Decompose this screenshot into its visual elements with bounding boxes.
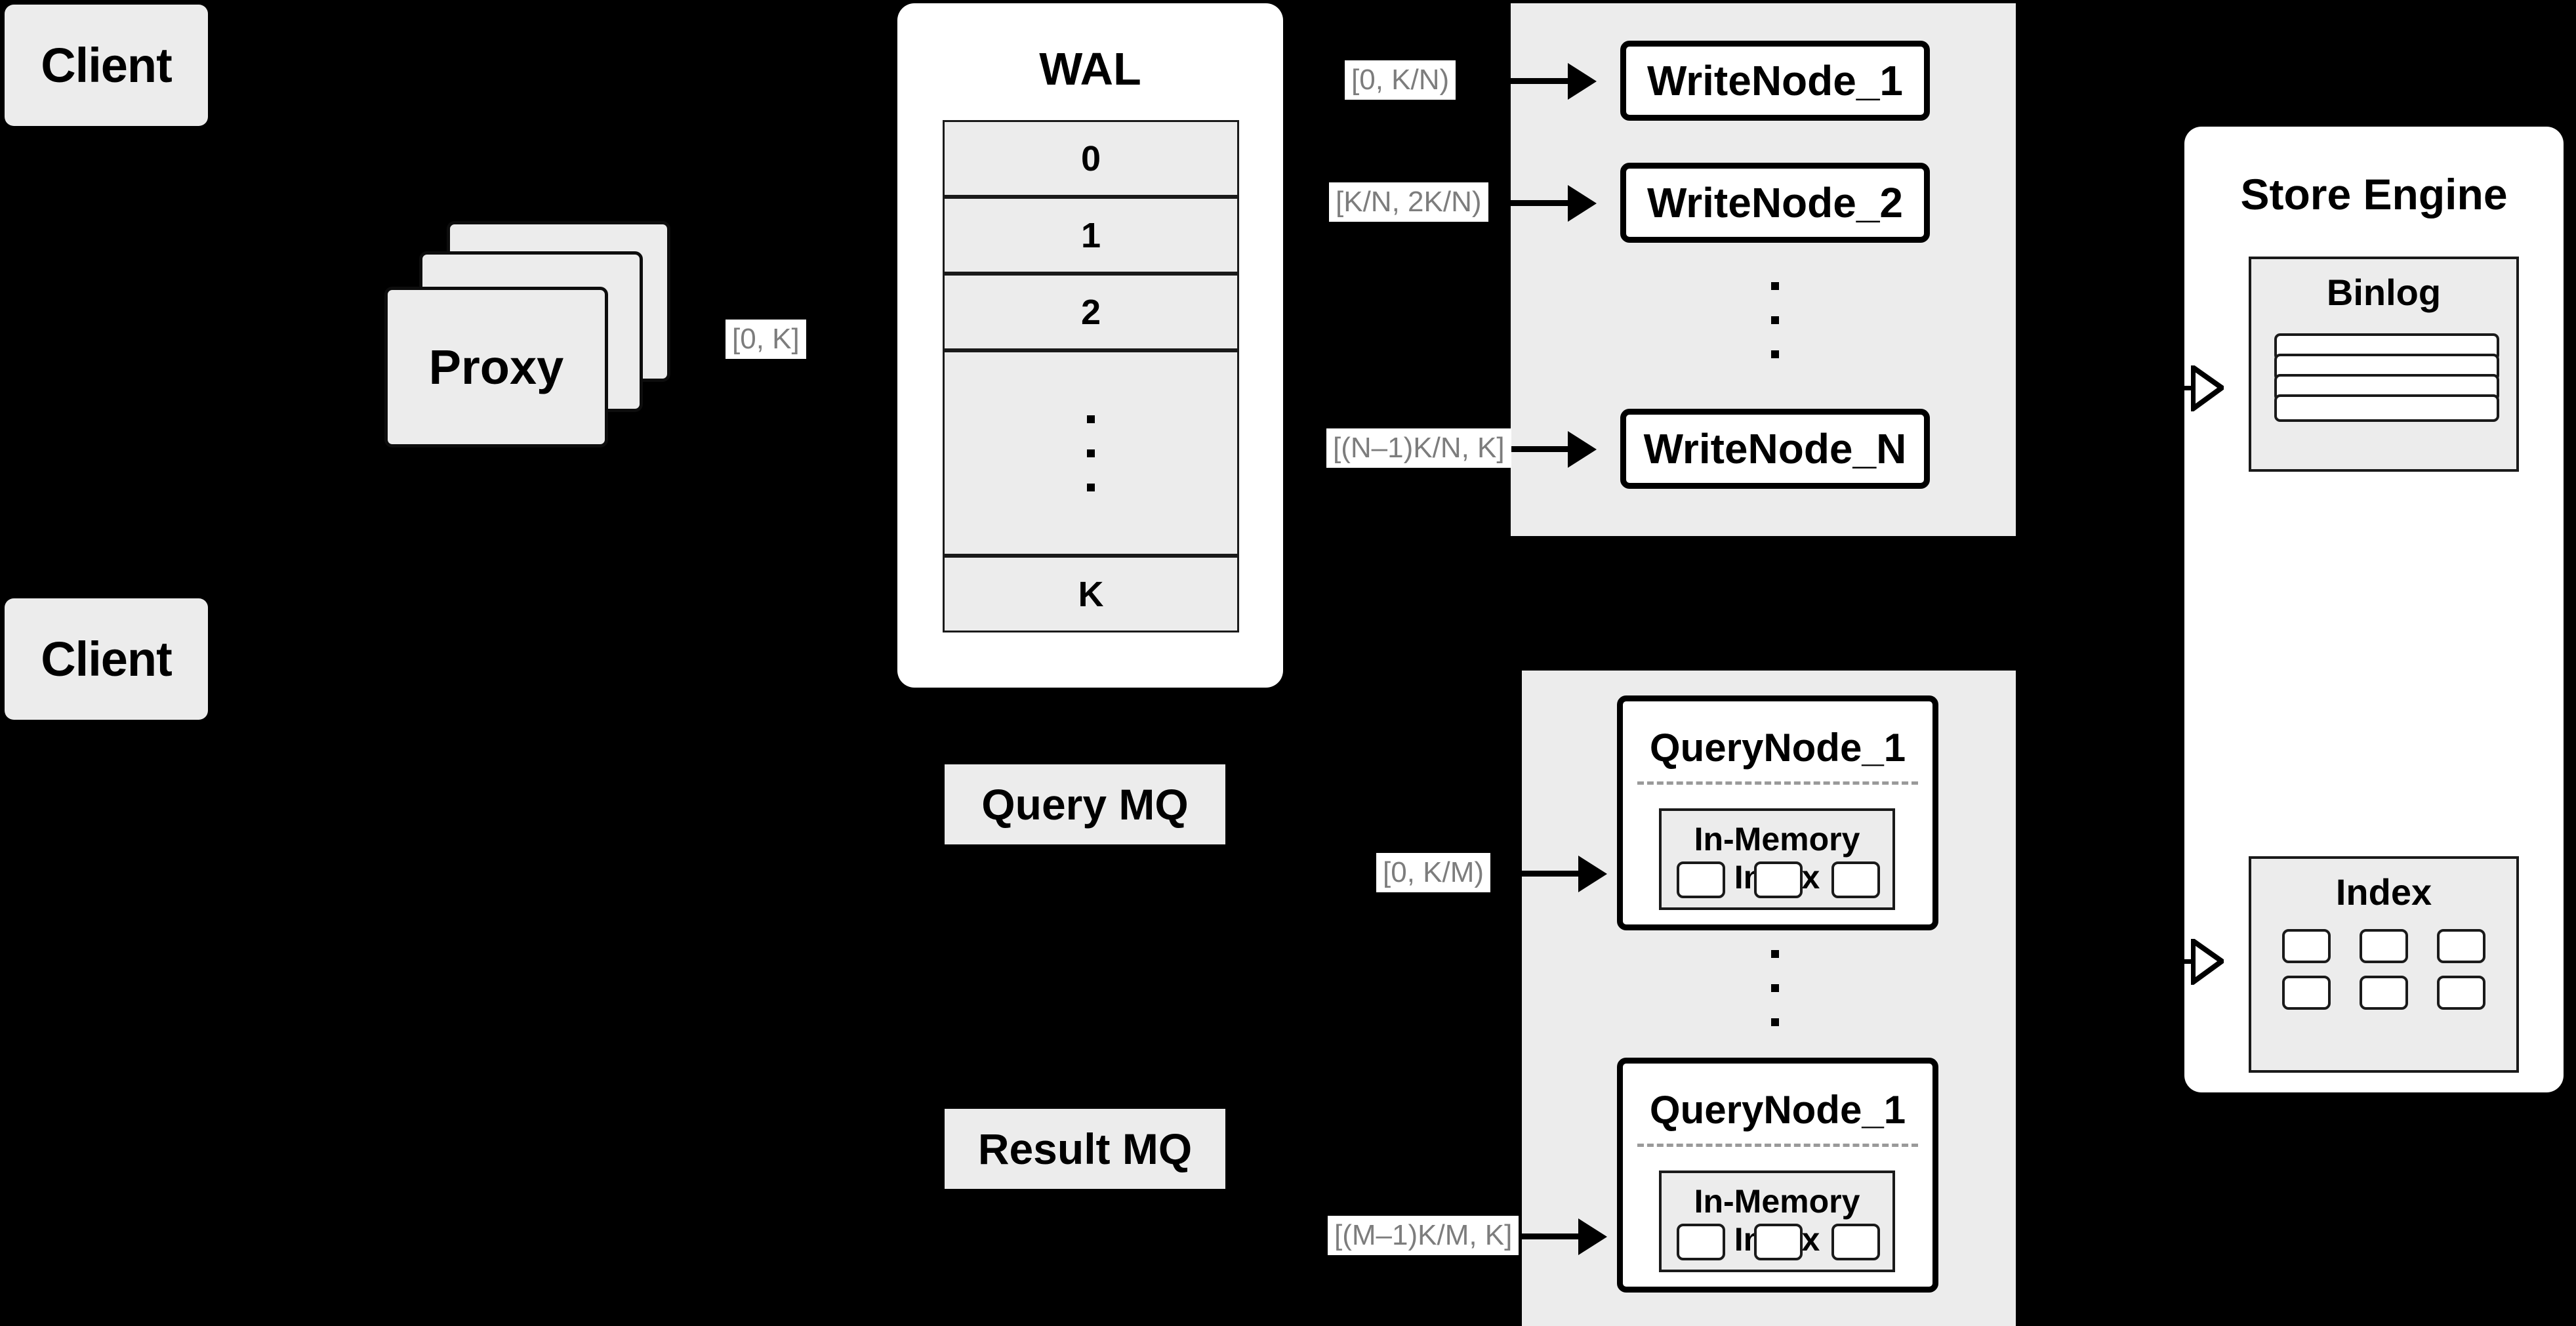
index-segment[interactable] — [1677, 1224, 1725, 1260]
arrow-head-to-binlog — [2191, 365, 2224, 411]
index-cell[interactable] — [2437, 929, 2485, 963]
in-memory-index-1: In-Memory Index — [1659, 808, 1895, 910]
arrow-head-write-1 — [1568, 63, 1597, 100]
query-mq-label: Query MQ — [981, 780, 1189, 829]
index-cell[interactable] — [2437, 976, 2485, 1010]
arrow-shaft-write-1 — [1412, 78, 1576, 84]
query-node-2[interactable]: QueryNode_1 In-Memory Index — [1617, 1058, 1938, 1293]
result-mq-box[interactable]: Result MQ — [945, 1109, 1225, 1189]
in-memory-index-2: In-Memory Index — [1659, 1171, 1895, 1272]
range-label-write-n: [(N–1)K/N, K] — [1326, 428, 1511, 468]
write-node-2[interactable]: WriteNode_2 — [1620, 163, 1930, 243]
arrow-head-write-n — [1568, 431, 1597, 468]
write-node-label: WriteNode_N — [1643, 425, 1907, 472]
range-label-query-2: [(M–1)K/M, K] — [1328, 1216, 1519, 1255]
arrow-shaft-query-1 — [1427, 871, 1586, 877]
query-mq-box[interactable]: Query MQ — [945, 764, 1225, 844]
wal-row[interactable]: 1 — [943, 197, 1239, 274]
wal-title: WAL — [1039, 43, 1141, 94]
wal-row[interactable]: K — [943, 556, 1239, 632]
index-cell[interactable] — [2360, 976, 2408, 1010]
range-label-write-2: [K/N, 2K/N) — [1329, 182, 1488, 222]
vertical-ellipsis-icon — [1087, 415, 1095, 491]
store-engine-title: Store Engine — [2240, 170, 2508, 218]
arrow-head-query-1 — [1578, 856, 1607, 892]
range-label-proxy-to-wal: [0, K] — [726, 320, 806, 359]
proxy-card-front[interactable]: Proxy — [384, 287, 608, 447]
wal-row-label: K — [1078, 574, 1104, 614]
arrow-head-write-2 — [1568, 185, 1597, 222]
query-node-label: QueryNode_1 — [1649, 1088, 1906, 1132]
wal-row-label: 0 — [1080, 138, 1101, 178]
arrow-head-to-index — [2191, 939, 2224, 985]
range-label-query-1: [0, K/M) — [1376, 853, 1491, 892]
query-node-1[interactable]: QueryNode_1 In-Memory Index — [1617, 695, 1938, 930]
wal-row[interactable]: 0 — [943, 120, 1239, 197]
client-label: Client — [41, 38, 173, 93]
client-label: Client — [41, 632, 173, 686]
index-segment[interactable] — [1754, 861, 1803, 898]
client-box-2[interactable]: Client — [5, 598, 208, 720]
wal-row[interactable]: 2 — [943, 274, 1239, 350]
proxy-label: Proxy — [428, 340, 564, 394]
arrow-shaft-to-binlog — [2127, 386, 2199, 390]
arrow-head-query-2 — [1578, 1218, 1607, 1255]
result-mq-label: Result MQ — [977, 1125, 1193, 1173]
write-node-label: WriteNode_1 — [1646, 57, 1904, 104]
index-segment[interactable] — [1677, 861, 1725, 898]
index-cell[interactable] — [2282, 976, 2331, 1010]
index-segment[interactable] — [1831, 1224, 1880, 1260]
write-node-vertical-ellipsis-icon — [1771, 282, 1779, 358]
write-node-n[interactable]: WriteNode_N — [1620, 409, 1930, 489]
binlog-row[interactable] — [2274, 394, 2499, 422]
index-title: Index — [2335, 871, 2432, 913]
index-cell[interactable] — [2360, 929, 2408, 963]
query-node-vertical-ellipsis-icon — [1771, 950, 1779, 1026]
binlog-title: Binlog — [2326, 272, 2442, 313]
index-segment[interactable] — [1754, 1224, 1803, 1260]
arrow-shaft-to-index — [2127, 959, 2199, 964]
arrow-shaft-write-2 — [1412, 200, 1576, 206]
index-cell[interactable] — [2282, 929, 2331, 963]
write-node-1[interactable]: WriteNode_1 — [1620, 41, 1930, 121]
query-node-label: QueryNode_1 — [1649, 726, 1906, 770]
query-node-divider — [1637, 1144, 1918, 1147]
wal-row-label: 1 — [1080, 215, 1101, 255]
wal-row-label: 2 — [1080, 292, 1101, 332]
range-label-write-1: [0, K/N) — [1345, 60, 1456, 100]
index-panel: Index — [2249, 856, 2519, 1073]
write-node-label: WriteNode_2 — [1646, 179, 1904, 226]
index-segment[interactable] — [1831, 861, 1880, 898]
query-node-divider — [1637, 781, 1918, 785]
client-box-1[interactable]: Client — [5, 5, 208, 126]
binlog-panel: Binlog — [2249, 257, 2519, 472]
wal-row-ellipsis — [943, 350, 1239, 556]
